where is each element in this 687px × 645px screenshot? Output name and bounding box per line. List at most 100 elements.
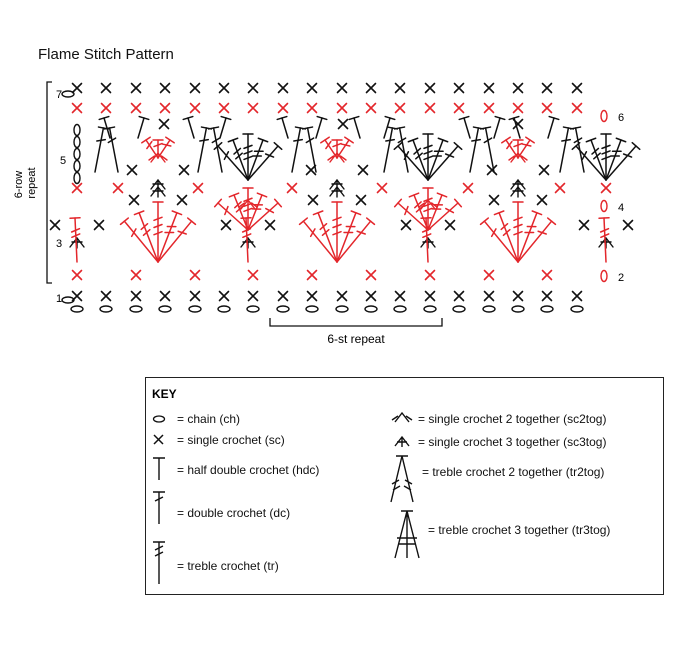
single-crochet-stitch [453, 82, 465, 94]
single-crochet-stitch [512, 102, 524, 114]
treble-stitch [232, 139, 249, 181]
single-crochet-stitch [100, 290, 112, 302]
dc-stitch-top [569, 126, 582, 130]
treble-stitch-top [585, 137, 597, 143]
treble-stitch-tick [601, 144, 611, 150]
treble-stitch-top [436, 192, 448, 198]
single-crochet-stitch [337, 118, 349, 130]
single-crochet-stitch [159, 82, 171, 94]
dc-stitch [383, 127, 394, 173]
dc-stitch-top [479, 126, 492, 130]
treble-stitch-top [531, 210, 543, 216]
dc-stitch-tick [561, 138, 572, 142]
hdc-stitch [187, 117, 195, 139]
single-crochet-stitch [512, 82, 524, 94]
treble-stitch-tick [332, 223, 342, 229]
treble-stitch-tick [593, 152, 601, 160]
hdc-stitch [463, 117, 471, 139]
treble-stitch-tick [153, 230, 163, 236]
treble-stitch-top [350, 210, 362, 216]
hdc-stitch-top [458, 115, 470, 121]
hdc-stitch-top [138, 115, 150, 121]
single-crochet-stitch [541, 269, 553, 281]
treble-stitch-top [256, 192, 268, 198]
dc-stitch-top [501, 136, 511, 144]
dc-stitch-tick [161, 143, 172, 147]
chain-stitch [158, 305, 172, 313]
dc-stitch-tick [199, 138, 210, 142]
single-crochet-stitch [365, 290, 377, 302]
chain-stitch [600, 199, 608, 213]
single-crochet-stitch [220, 219, 232, 231]
dc-stitch [157, 139, 171, 159]
single-crochet-stitch [306, 269, 318, 281]
stitch-repeat-label: 6-st repeat [327, 332, 385, 346]
treble-stitch-tick [177, 230, 187, 235]
dc-stitch-tick [211, 137, 221, 144]
key-panel: KEY = chain (ch) = single crochet (sc) =… [145, 377, 664, 595]
treble-stitch-tick [413, 147, 422, 155]
treble-stitch-tick [502, 228, 511, 237]
dc-stitch-tick [397, 137, 407, 144]
treble-stitch-top [453, 141, 463, 151]
treble-stitch-tick [601, 155, 611, 161]
dc-stitch [574, 127, 585, 173]
dc-stitch-tick [242, 233, 252, 239]
dc-stitch-tick [325, 140, 332, 150]
single-crochet-stitch [218, 82, 230, 94]
single-crochet-stitch [541, 102, 553, 114]
chain-stitch [600, 109, 608, 123]
dc-stitch-tick [293, 138, 304, 142]
key-svg: KEY = chain (ch) = single crochet (sc) =… [152, 387, 610, 584]
treble-stitch-tick [414, 201, 422, 209]
dc-stitch-tick [483, 137, 493, 144]
single-crochet-stitch [424, 82, 436, 94]
key-label-tr2tog: = treble crochet 2 together (tr2tog) [422, 465, 604, 479]
single-crochet-stitch [336, 102, 348, 114]
single-crochet-stitch [538, 164, 550, 176]
single-crochet-stitch [483, 102, 495, 114]
dc-stitch [94, 127, 105, 173]
treble-stitch-tick [243, 155, 253, 161]
chain-stitch [70, 305, 84, 313]
single-crochet-stitch [178, 164, 190, 176]
single-crochet-stitch [336, 82, 348, 94]
dc-stitch-top [207, 126, 220, 130]
treble-stitch-top [631, 141, 641, 151]
chain-stitch [73, 123, 81, 137]
treble-stitch-tick [235, 152, 243, 160]
single-crochet-stitch [453, 290, 465, 302]
treble-stitch-tick [404, 205, 409, 216]
dc-icon [153, 491, 165, 524]
key-label-sc2tog: = single crochet 2 together (sc2tog) [418, 412, 606, 426]
treble-stitch-top [227, 137, 239, 143]
treble-stitch-tick [321, 228, 330, 237]
hdc-stitch-top [494, 115, 506, 121]
treble-stitch-tick [233, 147, 242, 155]
treble-stitch-top [393, 198, 403, 208]
single-crochet-stitch [306, 82, 318, 94]
treble-stitch-tick [445, 207, 455, 214]
single-crochet-stitch [71, 102, 83, 114]
treble-stitch-top [479, 217, 490, 226]
treble-stitch-tick [423, 155, 433, 161]
hdc-stitch-top [220, 115, 232, 121]
treble-stitch [427, 145, 459, 181]
dc-stitch-tick [573, 137, 583, 144]
dc-stitch-tick [146, 140, 153, 150]
dc-stitch [197, 127, 208, 173]
dc-stitch-tick [599, 227, 610, 233]
treble-stitch-tick [423, 144, 433, 150]
treble-stitch-top [437, 137, 449, 143]
row-number-1: 1 [56, 293, 62, 305]
chain-stitch [73, 159, 81, 173]
single-crochet-stitch [365, 102, 377, 114]
treble-stitch [157, 212, 178, 263]
single-crochet-stitch [365, 82, 377, 94]
treble-stitch-top [257, 137, 269, 143]
single-crochet-stitch [541, 82, 553, 94]
dc-stitch-top [525, 136, 535, 144]
treble-stitch [138, 212, 159, 263]
dc-stitch-tick [107, 137, 117, 144]
single-crochet-stitch [286, 182, 298, 194]
